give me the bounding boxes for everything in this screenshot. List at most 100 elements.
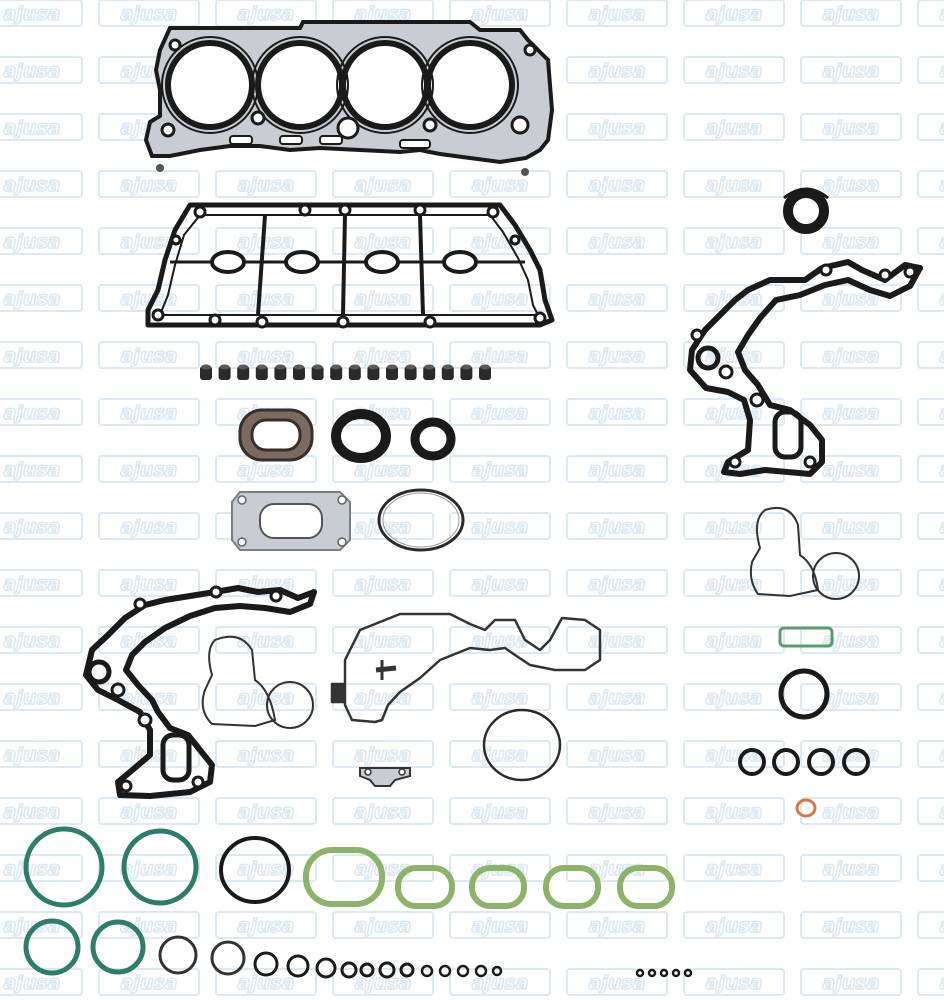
svg-text:ajusa: ajusa — [121, 402, 178, 424]
valve-stem-seal — [367, 364, 380, 380]
watermark-tile: ajusa — [449, 683, 551, 711]
watermark-tile: ajusa — [215, 170, 317, 198]
watermark-tile: ajusa — [917, 341, 944, 369]
svg-text:ajusa: ajusa — [238, 231, 295, 253]
svg-text:ajusa: ajusa — [823, 801, 880, 823]
valve-stem-seal — [200, 364, 212, 380]
watermark-tile: ajusa — [0, 512, 83, 540]
o-ring — [340, 961, 358, 979]
watermark-tile: ajusa — [0, 683, 83, 711]
watermark-tile: ajusa — [0, 0, 83, 27]
watermark-tile: ajusa — [917, 398, 944, 426]
svg-text:ajusa: ajusa — [4, 288, 61, 310]
watermark-tile: ajusa — [683, 0, 785, 27]
valve-stem-seal — [441, 364, 454, 380]
watermark-tile: ajusa — [683, 854, 785, 882]
svg-text:ajusa: ajusa — [706, 915, 763, 937]
watermark-tile: ajusa — [98, 170, 200, 198]
svg-text:ajusa: ajusa — [355, 459, 412, 481]
svg-text:ajusa: ajusa — [589, 516, 646, 538]
svg-text:ajusa: ajusa — [823, 858, 880, 880]
watermark-tile: ajusa — [917, 170, 944, 198]
o-ring — [491, 965, 503, 977]
watermark-tile: ajusa — [800, 0, 902, 27]
svg-text:ajusa: ajusa — [940, 231, 944, 253]
valve-stem-seal — [218, 364, 231, 380]
watermark-tile: ajusa — [98, 0, 200, 27]
watermark-tile: ajusa — [332, 170, 434, 198]
o-ring — [286, 954, 310, 978]
svg-text:ajusa: ajusa — [4, 231, 61, 253]
svg-text:ajusa: ajusa — [589, 630, 646, 652]
watermark-tile: ajusa — [800, 740, 902, 768]
watermark-tile: ajusa — [566, 740, 668, 768]
watermark-tile: ajusa — [215, 854, 317, 882]
svg-text:ajusa: ajusa — [238, 915, 295, 937]
svg-text:ajusa: ajusa — [940, 117, 944, 139]
watermark-tile: ajusa — [800, 569, 902, 597]
svg-text:ajusa: ajusa — [355, 345, 412, 367]
svg-text:ajusa: ajusa — [4, 801, 61, 823]
svg-text:ajusa: ajusa — [121, 459, 178, 481]
watermark-tile: ajusa — [683, 512, 785, 540]
svg-text:ajusa: ajusa — [4, 117, 61, 139]
watermark-tile: ajusa — [332, 284, 434, 312]
camshaft-seal-small — [410, 417, 456, 461]
svg-text:ajusa: ajusa — [4, 345, 61, 367]
svg-text:ajusa: ajusa — [823, 345, 880, 367]
svg-text:ajusa: ajusa — [355, 231, 412, 253]
watermark-tile: ajusa — [0, 56, 83, 84]
watermark-tile: ajusa — [0, 854, 83, 882]
watermark-tile: ajusa — [917, 854, 944, 882]
thin-outline-gasket-left — [201, 635, 314, 729]
watermark-tile: ajusa — [683, 569, 785, 597]
svg-text:ajusa: ajusa — [823, 972, 880, 994]
svg-text:ajusa: ajusa — [940, 801, 944, 823]
svg-text:ajusa: ajusa — [589, 60, 646, 82]
svg-text:ajusa: ajusa — [472, 915, 529, 937]
watermark-tile: ajusa — [683, 968, 785, 996]
watermark-tile: ajusa — [98, 911, 200, 939]
svg-text:ajusa: ajusa — [823, 288, 880, 310]
valve-stem-seal — [404, 364, 417, 380]
o-ring — [359, 962, 375, 978]
thin-ring-gasket — [377, 488, 465, 552]
svg-text:ajusa: ajusa — [121, 174, 178, 196]
valve-stem-seal — [330, 364, 343, 380]
watermark-tile: ajusa — [449, 797, 551, 825]
svg-text:ajusa: ajusa — [823, 459, 880, 481]
small-rect-gasket — [778, 626, 834, 648]
svg-text:ajusa: ajusa — [940, 687, 944, 709]
svg-text:ajusa: ajusa — [589, 402, 646, 424]
watermark-tile: ajusa — [566, 341, 668, 369]
svg-text:ajusa: ajusa — [589, 459, 646, 481]
svg-text:ajusa: ajusa — [4, 630, 61, 652]
svg-text:ajusa: ajusa — [706, 459, 763, 481]
watermark-tile: ajusa — [566, 683, 668, 711]
svg-text:ajusa: ajusa — [121, 231, 178, 253]
watermark-tile: ajusa — [917, 455, 944, 483]
watermark-tile: ajusa — [566, 911, 668, 939]
watermark-tile: ajusa — [0, 227, 83, 255]
copper-washer — [795, 798, 817, 818]
watermark-tile: ajusa — [917, 512, 944, 540]
svg-text:ajusa: ajusa — [706, 60, 763, 82]
svg-text:ajusa: ajusa — [823, 573, 880, 595]
watermark-tile: ajusa — [800, 113, 902, 141]
watermark-tile: ajusa — [332, 569, 434, 597]
svg-text:ajusa: ajusa — [706, 117, 763, 139]
svg-text:ajusa: ajusa — [4, 972, 61, 994]
svg-text:ajusa: ajusa — [472, 3, 529, 25]
watermark-tile: ajusa — [449, 911, 551, 939]
watermark-tile: ajusa — [332, 911, 434, 939]
svg-text:ajusa: ajusa — [121, 801, 178, 823]
svg-text:ajusa: ajusa — [4, 60, 61, 82]
watermark-tile: ajusa — [917, 227, 944, 255]
thin-large-ring — [482, 708, 562, 782]
watermark-tile: ajusa — [683, 227, 785, 255]
valve-stem-seal — [460, 364, 473, 380]
svg-text:ajusa: ajusa — [823, 3, 880, 25]
svg-text:ajusa: ajusa — [823, 915, 880, 937]
valve-stem-seal — [311, 364, 324, 380]
svg-text:ajusa: ajusa — [589, 801, 646, 823]
